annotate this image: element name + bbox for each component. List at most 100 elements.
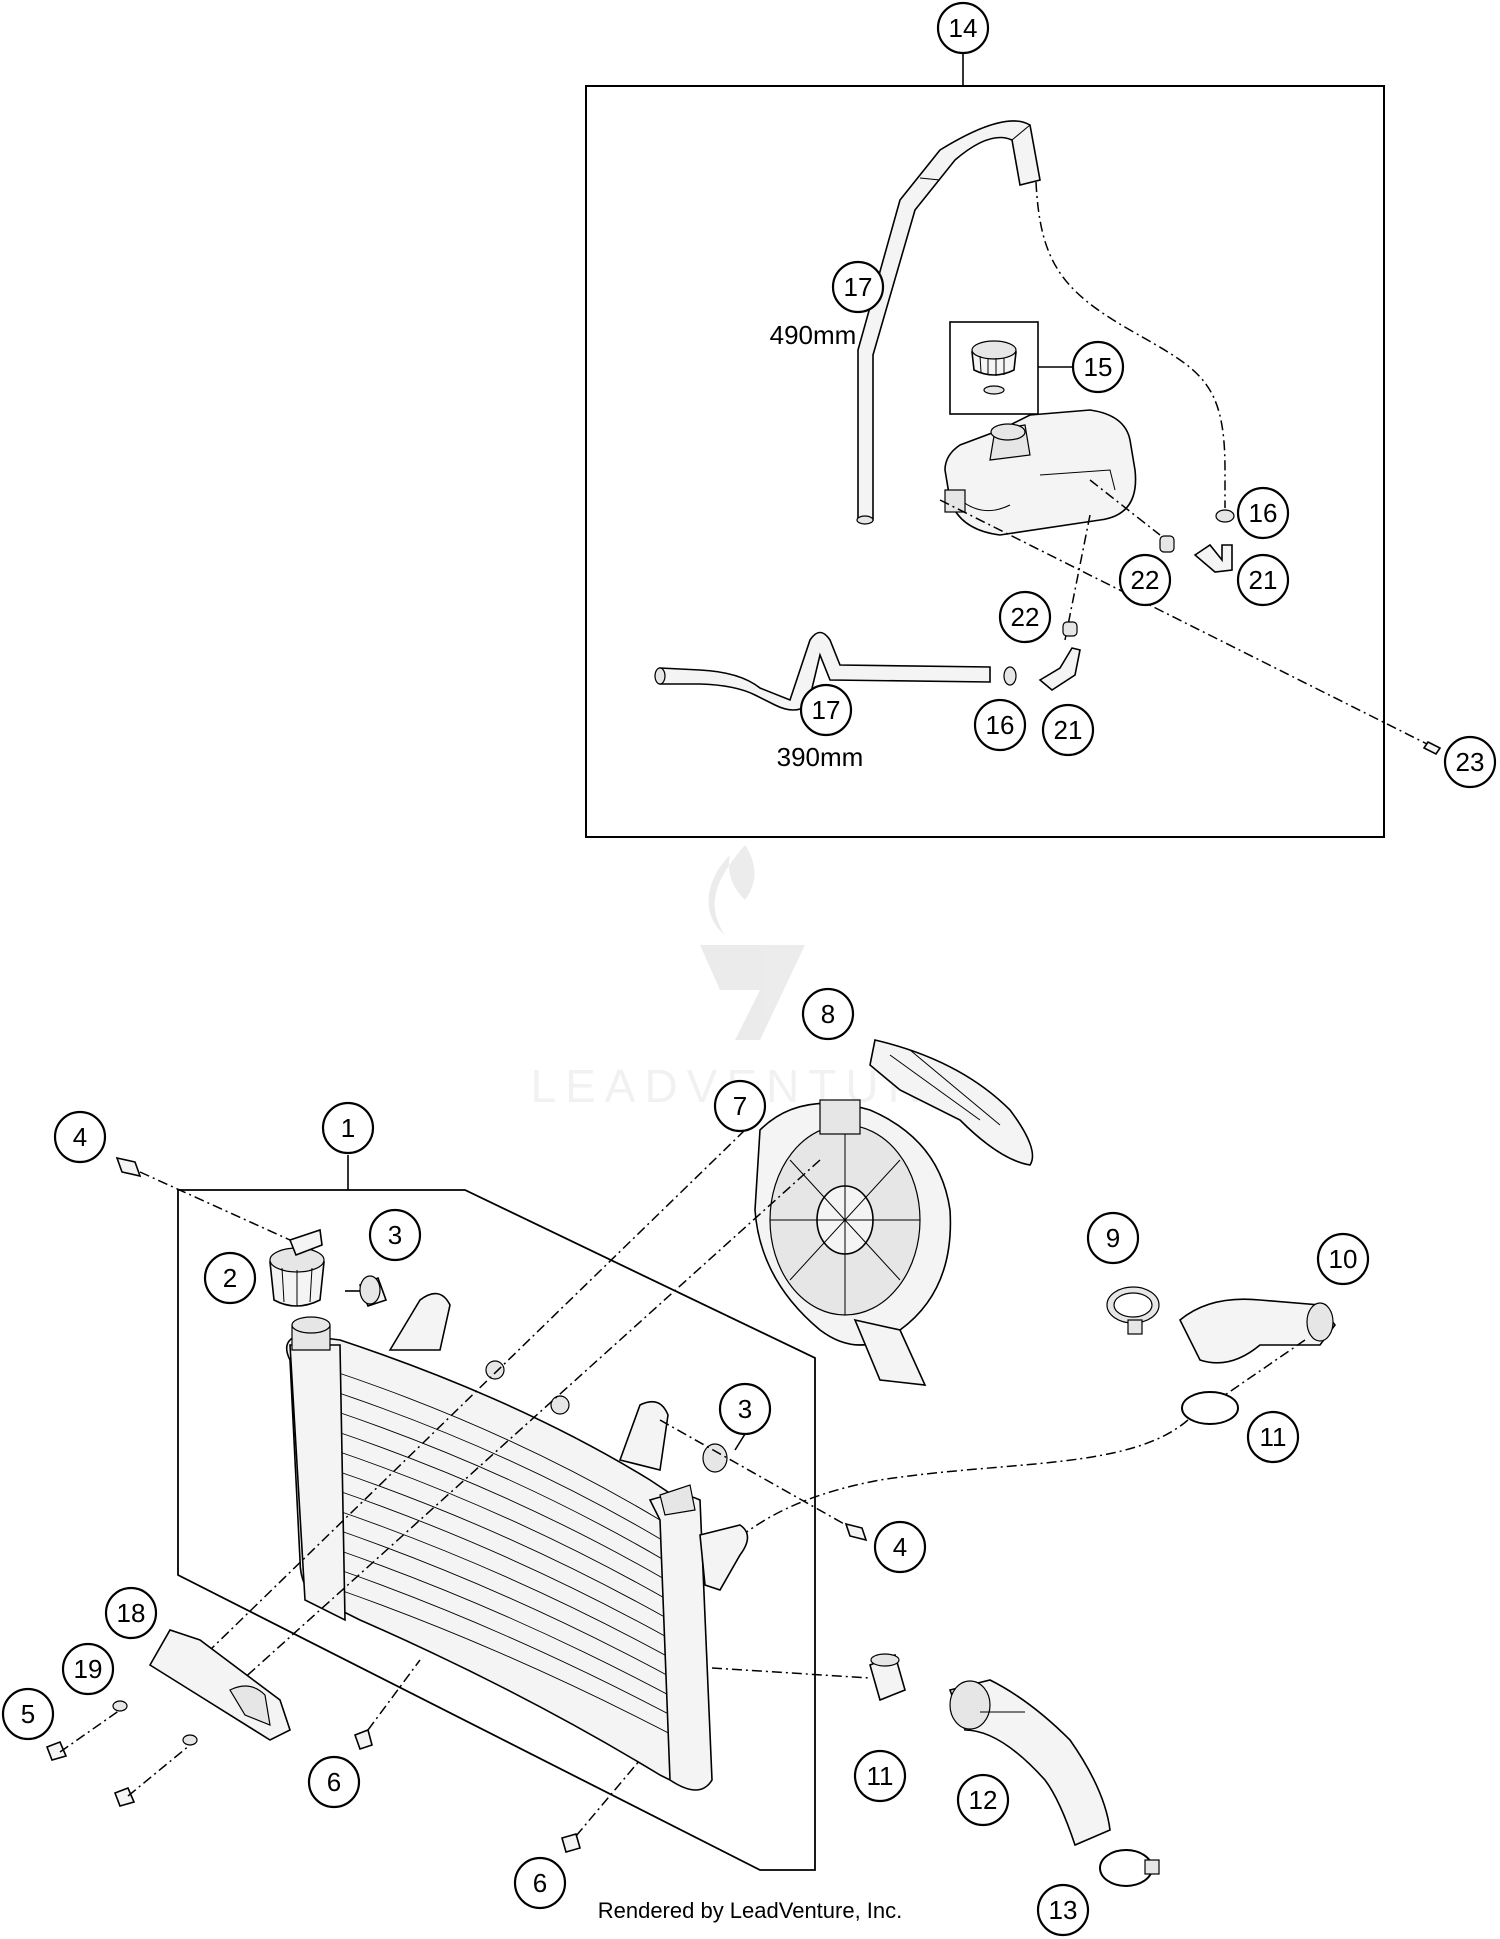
render-credit-footer: Rendered by LeadVenture, Inc. [598,1898,903,1923]
callout-22: 22 [998,590,1052,644]
callout-circle [1118,553,1172,607]
callout-number: 3 [388,1220,402,1250]
screw-23 [1422,740,1442,756]
callout-circle [1236,486,1290,540]
callout-number: 6 [533,1868,547,1898]
callout-number: 2 [223,1263,237,1293]
callout-circle [307,1755,361,1809]
washer-19 [112,1700,198,1746]
callout-21: 21 [1041,703,1095,757]
expansion-tank [944,409,1137,536]
hose-clamp-11-upper [1181,1391,1239,1425]
callout-17: 17 [799,683,853,737]
callout-number: 18 [117,1598,146,1628]
callout-circle [1236,553,1290,607]
radiator-assembly-frame [177,1189,816,1871]
callout-circle [873,1520,927,1574]
elbow-21-upper [1193,543,1233,573]
callout-number: 11 [867,1761,894,1791]
callout-number: 21 [1249,565,1278,595]
hose-length-490mm-label: 490mm [770,320,857,350]
callout-number: 19 [74,1654,103,1684]
callout-number: 15 [1084,352,1113,382]
callout-number: 22 [1131,565,1160,595]
callout-circle [831,260,885,314]
callout-circle [513,1856,567,1910]
screw-5 [45,1740,136,1807]
callout-2: 2 [203,1251,257,1305]
callout-number: 12 [969,1785,998,1815]
callout-circle [998,590,1052,644]
callout-23: 23 [1443,735,1497,789]
callout-circle [104,1586,158,1640]
callout-19: 19 [61,1642,115,1696]
callout-circle [936,1,990,55]
hose-clamp-13 [1099,1849,1160,1887]
callout-4: 4 [53,1110,107,1164]
callout-13: 13 [1036,1883,1090,1937]
callout-circle [1086,1211,1140,1265]
callout-number: 22 [1011,602,1040,632]
callout-circle [321,1101,375,1155]
callout-number: 4 [73,1122,87,1152]
callout-circle [718,1382,772,1436]
callout-circle [53,1110,107,1164]
callout-number: 16 [986,710,1015,740]
bracket-18 [148,1629,291,1741]
callout-number: 9 [1106,1223,1120,1253]
callout-number: 14 [949,13,978,43]
fan-shroud-8 [869,1039,1034,1166]
screw-4-upper [115,1156,142,1178]
hose-10 [1179,1298,1336,1364]
callout-number: 5 [21,1699,35,1729]
grommet-22-upper [1159,535,1175,553]
callout-number: 17 [812,695,841,725]
callout-6: 6 [307,1755,361,1809]
callout-16: 16 [1236,486,1290,540]
callout-number: 7 [733,1091,747,1121]
callout-number: 8 [821,999,835,1029]
callout-circle [61,1642,115,1696]
callout-circle [1036,1883,1090,1937]
callout-number: 17 [844,272,873,302]
callout-15: 15 [1071,340,1125,394]
callout-number: 10 [1329,1244,1358,1274]
callout-11: 11 [853,1749,907,1803]
callout-circle [1,1687,55,1741]
callout-circle [713,1079,767,1133]
screw-6-bottom [561,1833,581,1853]
callout-7: 7 [713,1079,767,1133]
callout-21: 21 [1236,553,1290,607]
callout-circle [1316,1232,1370,1286]
callout-number: 1 [341,1113,355,1143]
callout-number: 16 [1249,498,1278,528]
callout-14: 14 [936,1,990,55]
callout-number: 6 [327,1767,341,1797]
callout-6: 6 [513,1856,567,1910]
callout-number: 3 [738,1394,752,1424]
callout-4: 4 [873,1520,927,1574]
callout-circle [973,698,1027,752]
rubber-bushing-3-lower [702,1443,728,1473]
callout-number: 13 [1049,1895,1078,1925]
filler-neck-2 [269,1228,325,1307]
hose-12 [948,1679,1111,1847]
callout-circle [799,683,853,737]
hose-clamp-9 [1106,1286,1160,1335]
callout-8: 8 [801,987,855,1041]
radiator-fan-7 [754,1099,952,1386]
callout-12: 12 [956,1773,1010,1827]
callout-number: 11 [1260,1422,1287,1452]
callout-3: 3 [718,1382,772,1436]
callout-3: 3 [368,1208,422,1262]
callout-circle [956,1773,1010,1827]
callout-circle [801,987,855,1041]
callout-number: 4 [893,1532,907,1562]
callout-circle [368,1208,422,1262]
hose-clamp-16-lower [1003,666,1017,686]
callout-circle [1041,703,1095,757]
grommet-22-lower [1062,621,1078,637]
hose-clamp-16-upper [1215,509,1235,523]
screw-6-left [353,1728,373,1751]
